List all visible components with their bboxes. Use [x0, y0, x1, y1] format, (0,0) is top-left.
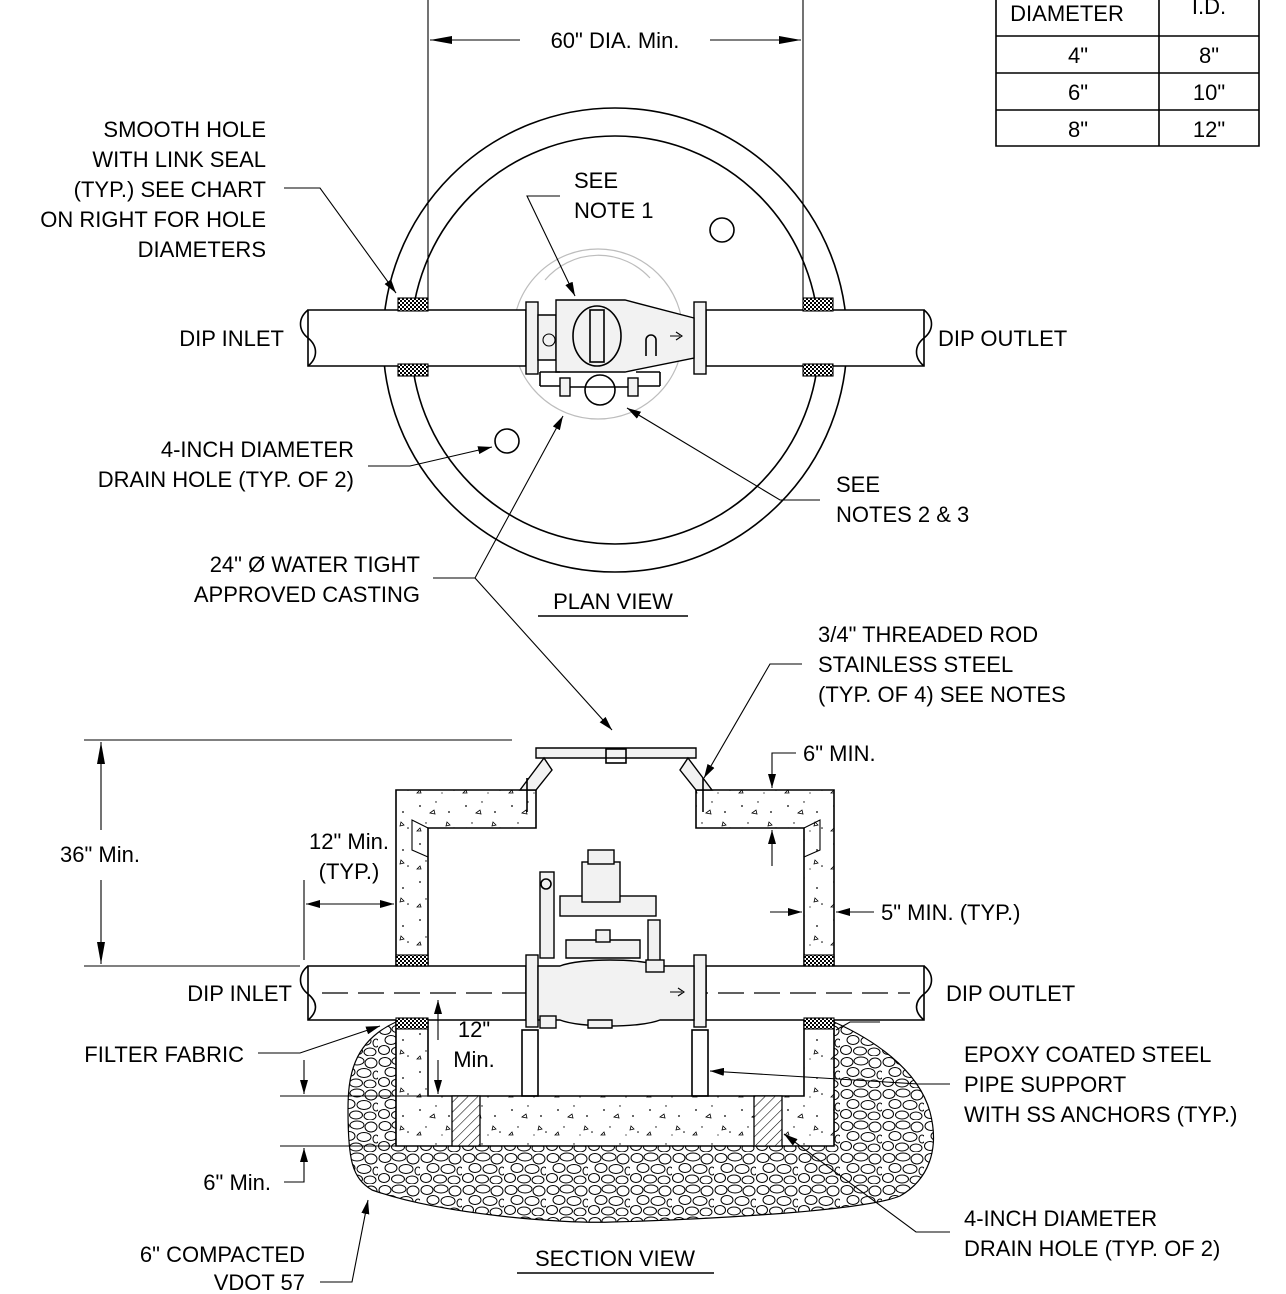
section-pipe: [299, 965, 933, 1021]
plan-view-title: PLAN VIEW: [553, 589, 673, 614]
drain-hole: [709, 217, 735, 243]
callout-text: 3/4" THREADED ROD: [818, 622, 1038, 647]
link-seal: [802, 297, 834, 312]
callout-text: FILTER FABRIC: [84, 1042, 244, 1067]
callout-text: NOTE 1: [574, 198, 653, 223]
callout-text: PIPE SUPPORT: [964, 1072, 1126, 1097]
chart-cell: 4": [1068, 43, 1088, 68]
callout-text: (TYP. OF 4) SEE NOTES: [818, 682, 1066, 707]
callout-text: WITH LINK SEAL: [92, 147, 266, 172]
plan-drain-hole-callout: 4-INCH DIAMETER DRAIN HOLE (TYP. OF 2): [98, 437, 493, 492]
compacted-gravel: [347, 1021, 934, 1223]
casting-frame: [518, 747, 714, 791]
see-notes-2-3-callout: SEE NOTES 2 & 3: [626, 407, 969, 527]
compacted-stone-callout: 6" COMPACTED VDOT 57: [140, 1199, 370, 1294]
backflow-valve-section: [525, 849, 707, 1029]
chart-header-id: I.D.: [1192, 0, 1226, 19]
callout-text: DRAIN HOLE (TYP. OF 2): [964, 1236, 1220, 1261]
filter-fabric-callout: FILTER FABRIC: [84, 1021, 880, 1067]
drain-hole-section: [451, 1095, 481, 1147]
dimension-5-wall: 5" MIN. (TYP.): [770, 900, 1020, 925]
smooth-hole-callout: SMOOTH HOLE WITH LINK SEAL (TYP.) SEE CH…: [40, 117, 397, 294]
callout-text: DIAMETERS: [138, 237, 266, 262]
section-view: 36" Min. 12" Min. (TYP.) 6" MIN. 3/4" TH…: [60, 622, 1237, 1294]
chart-cell: 8": [1068, 117, 1088, 142]
backflow-valve-plan: [525, 299, 707, 406]
dimension-12-clear: 12" Min.: [434, 1000, 495, 1094]
callout-text: (TYP.) SEE CHART: [74, 177, 266, 202]
plan-pipe: [299, 309, 933, 367]
dimension-label: (TYP.): [319, 859, 380, 884]
callout-text: DRAIN HOLE (TYP. OF 2): [98, 467, 354, 492]
dimension-label: Min.: [453, 1047, 495, 1072]
callout-text: WITH SS ANCHORS (TYP.): [964, 1102, 1237, 1127]
dimension-label: 60" DIA. Min.: [551, 28, 680, 53]
dimension-6-top: 6" MIN.: [768, 741, 876, 866]
dimension-label: 6" MIN.: [803, 741, 876, 766]
callout-text: 4-INCH DIAMETER: [964, 1206, 1157, 1231]
pipe-support: [521, 1029, 539, 1097]
casting-callout: 24" Ø WATER TIGHT APPROVED CASTING: [194, 415, 613, 731]
callout-text: 4-INCH DIAMETER: [161, 437, 354, 462]
dimension-label: 5" MIN. (TYP.): [881, 900, 1020, 925]
callout-text: APPROVED CASTING: [194, 582, 420, 607]
chart-cell: 6": [1068, 80, 1088, 105]
chart-cell: 10": [1193, 80, 1225, 105]
link-seal: [395, 954, 429, 967]
link-seal: [397, 297, 429, 312]
dimension-12-wall: 12" Min. (TYP.): [303, 829, 394, 960]
section-view-title: SECTION VIEW: [535, 1246, 695, 1271]
dimension-label: 6" Min.: [203, 1170, 271, 1195]
callout-text: SEE: [836, 472, 880, 497]
dimension-label: 12": [458, 1017, 490, 1042]
section-outlet-label: DIP OUTLET: [946, 981, 1075, 1006]
drain-hole: [494, 428, 520, 454]
link-seal: [395, 1017, 429, 1030]
plan-outlet-label: DIP OUTLET: [938, 326, 1067, 351]
dimension-6-bottom: 6" Min.: [203, 1060, 514, 1195]
section-drain-hole-callout: 4-INCH DIAMETER DRAIN HOLE (TYP. OF 2): [783, 1133, 1220, 1261]
chart-header-diameter: DIAMETER: [1010, 1, 1124, 26]
plan-inlet-label: DIP INLET: [179, 326, 284, 351]
section-inlet-label: DIP INLET: [187, 981, 292, 1006]
pipe-support-callout: EPOXY COATED STEEL PIPE SUPPORT WITH SS …: [709, 1042, 1237, 1127]
callout-text: 24" Ø WATER TIGHT: [210, 552, 420, 577]
drain-hole-section: [753, 1095, 783, 1147]
chart-cell: 12": [1193, 117, 1225, 142]
callout-text: SMOOTH HOLE: [103, 117, 266, 142]
dimension-60-dia: 60" DIA. Min.: [427, 0, 804, 300]
callout-text: EPOXY COATED STEEL: [964, 1042, 1211, 1067]
link-seal: [803, 954, 835, 967]
callout-text: SEE: [574, 168, 618, 193]
link-seal: [802, 363, 834, 377]
callout-text: STAINLESS STEEL: [818, 652, 1013, 677]
dimension-36-min: 36" Min.: [60, 739, 512, 967]
chart-cell: 8": [1199, 43, 1219, 68]
hole-diameter-chart: DIAMETER I.D. 4" 8" 6" 10" 8" 12": [995, 0, 1260, 147]
link-seal: [803, 1017, 835, 1030]
plan-view: 60" DIA. Min.: [40, 0, 1067, 731]
callout-text: VDOT 57: [214, 1270, 305, 1294]
callout-text: 6" COMPACTED: [140, 1242, 305, 1267]
see-note-1-callout: SEE NOTE 1: [526, 168, 653, 297]
callout-text: ON RIGHT FOR HOLE: [40, 207, 266, 232]
threaded-rod-callout: 3/4" THREADED ROD STAINLESS STEEL (TYP. …: [703, 622, 1066, 779]
callout-text: NOTES 2 & 3: [836, 502, 969, 527]
dimension-label: 12" Min.: [309, 829, 389, 854]
pipe-support: [691, 1029, 709, 1097]
link-seal: [397, 363, 429, 377]
dimension-label: 36" Min.: [60, 842, 140, 867]
